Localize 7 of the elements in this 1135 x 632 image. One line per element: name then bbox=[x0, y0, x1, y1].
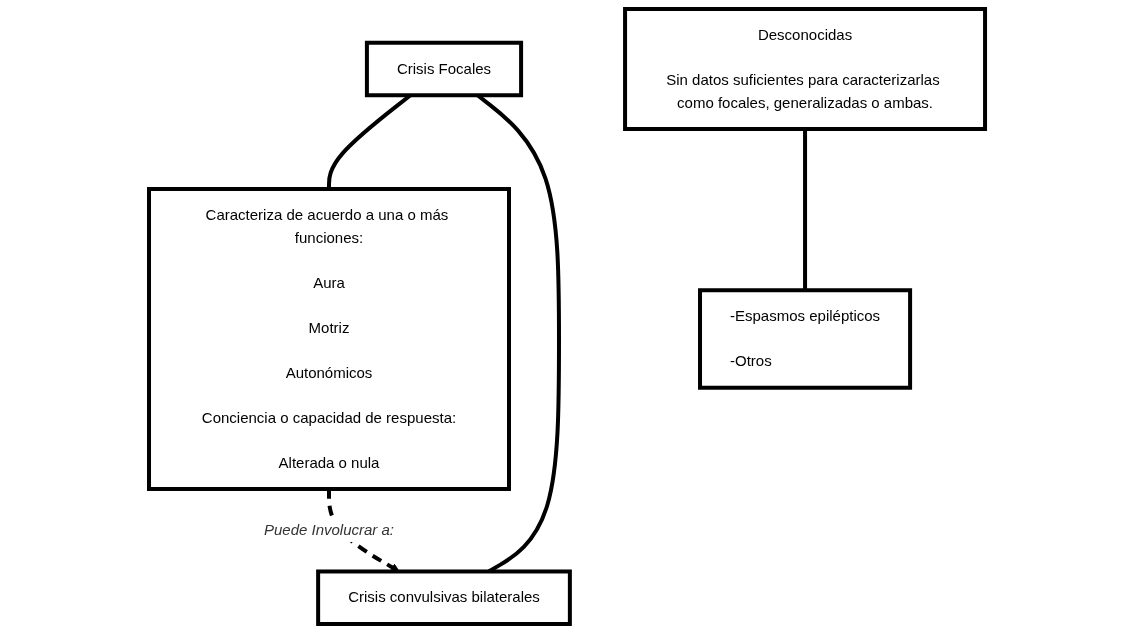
node-box: Crisis Focales bbox=[365, 40, 524, 97]
node-box: -Espasmos epilépticos -Otros bbox=[698, 287, 913, 390]
node-box: Desconocidas Sin datos suficientes para caracterizarlas como focales, generalizadas o ambas. bbox=[623, 6, 988, 131]
node-box: Crisis convulsivas bilaterales bbox=[316, 569, 573, 626]
connector bbox=[803, 128, 808, 290]
edge-label: Puede Involucrar a: bbox=[264, 520, 395, 538]
node-box: Caracteriza de acuerdo a una o más funciones: Aura Motriz Autonómicos Conciencia o capacidad de respuesta: Alterada o nula bbox=[147, 186, 512, 491]
